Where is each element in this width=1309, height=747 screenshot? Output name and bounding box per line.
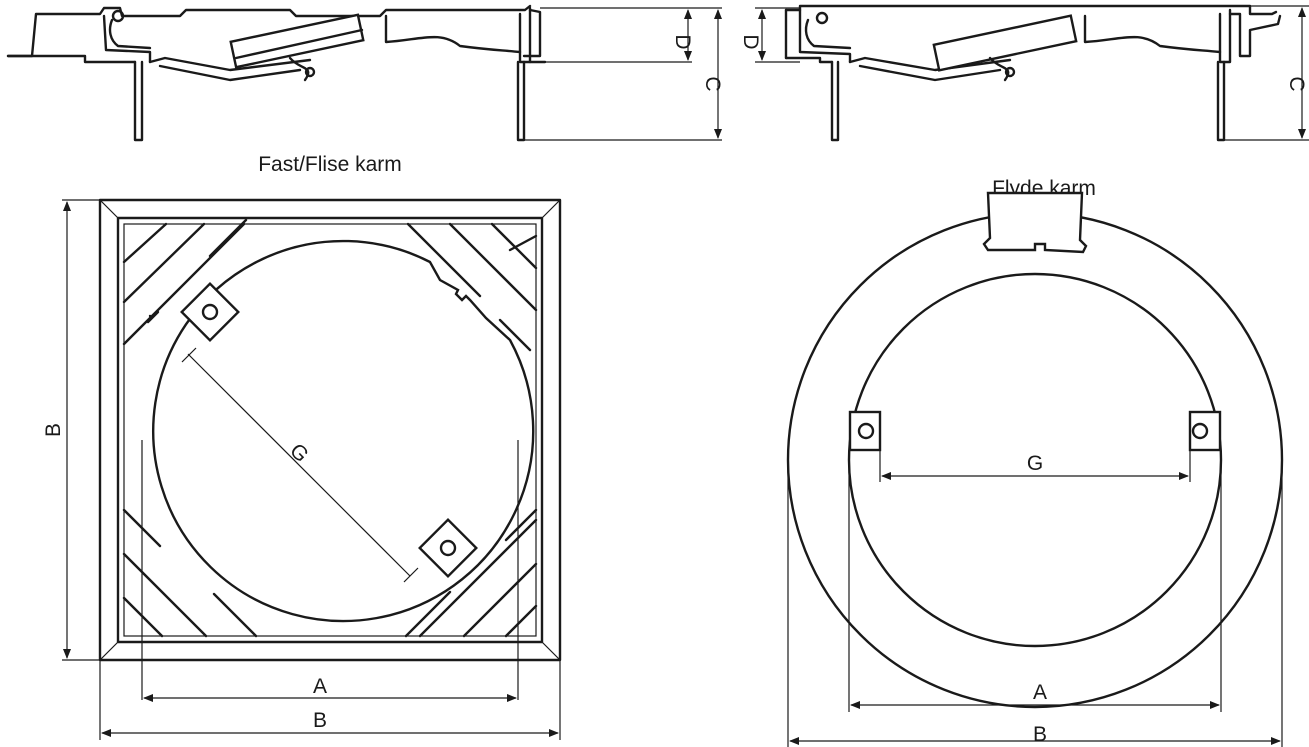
dim-label-d-left: D	[671, 34, 694, 49]
dim-label-c-right: C	[1285, 76, 1308, 91]
bolt-pad-left	[848, 410, 882, 452]
dim-label-g-right: G	[1027, 452, 1043, 475]
side-view-fast-flise	[6, 4, 547, 142]
dim-label-b-left-vertical: B	[42, 423, 65, 437]
dims-left-square: B A B	[42, 199, 561, 740]
side-view-flyde	[784, 4, 1282, 142]
dims-right-round: A B	[787, 450, 1283, 747]
caption-left: Fast/Flise karm	[258, 153, 402, 176]
dim-label-a-left: A	[313, 675, 327, 698]
dim-label-b-left-horizontal: B	[313, 709, 327, 732]
dim-label-b-right: B	[1033, 723, 1047, 746]
dim-label-d-right: D	[739, 34, 762, 49]
dim-label-a-right: A	[1033, 681, 1047, 704]
top-view-square-frame: G	[98, 198, 562, 662]
bolt-pad-right	[1188, 410, 1222, 452]
dim-label-c-left: C	[701, 76, 724, 91]
bolt-pad-top-left	[180, 282, 240, 342]
dims-left-side: D C	[524, 7, 724, 141]
dims-right-side: D C	[739, 5, 1309, 141]
bolt-pad-bottom-right	[418, 518, 478, 578]
top-view-round-frame: G	[786, 191, 1284, 709]
